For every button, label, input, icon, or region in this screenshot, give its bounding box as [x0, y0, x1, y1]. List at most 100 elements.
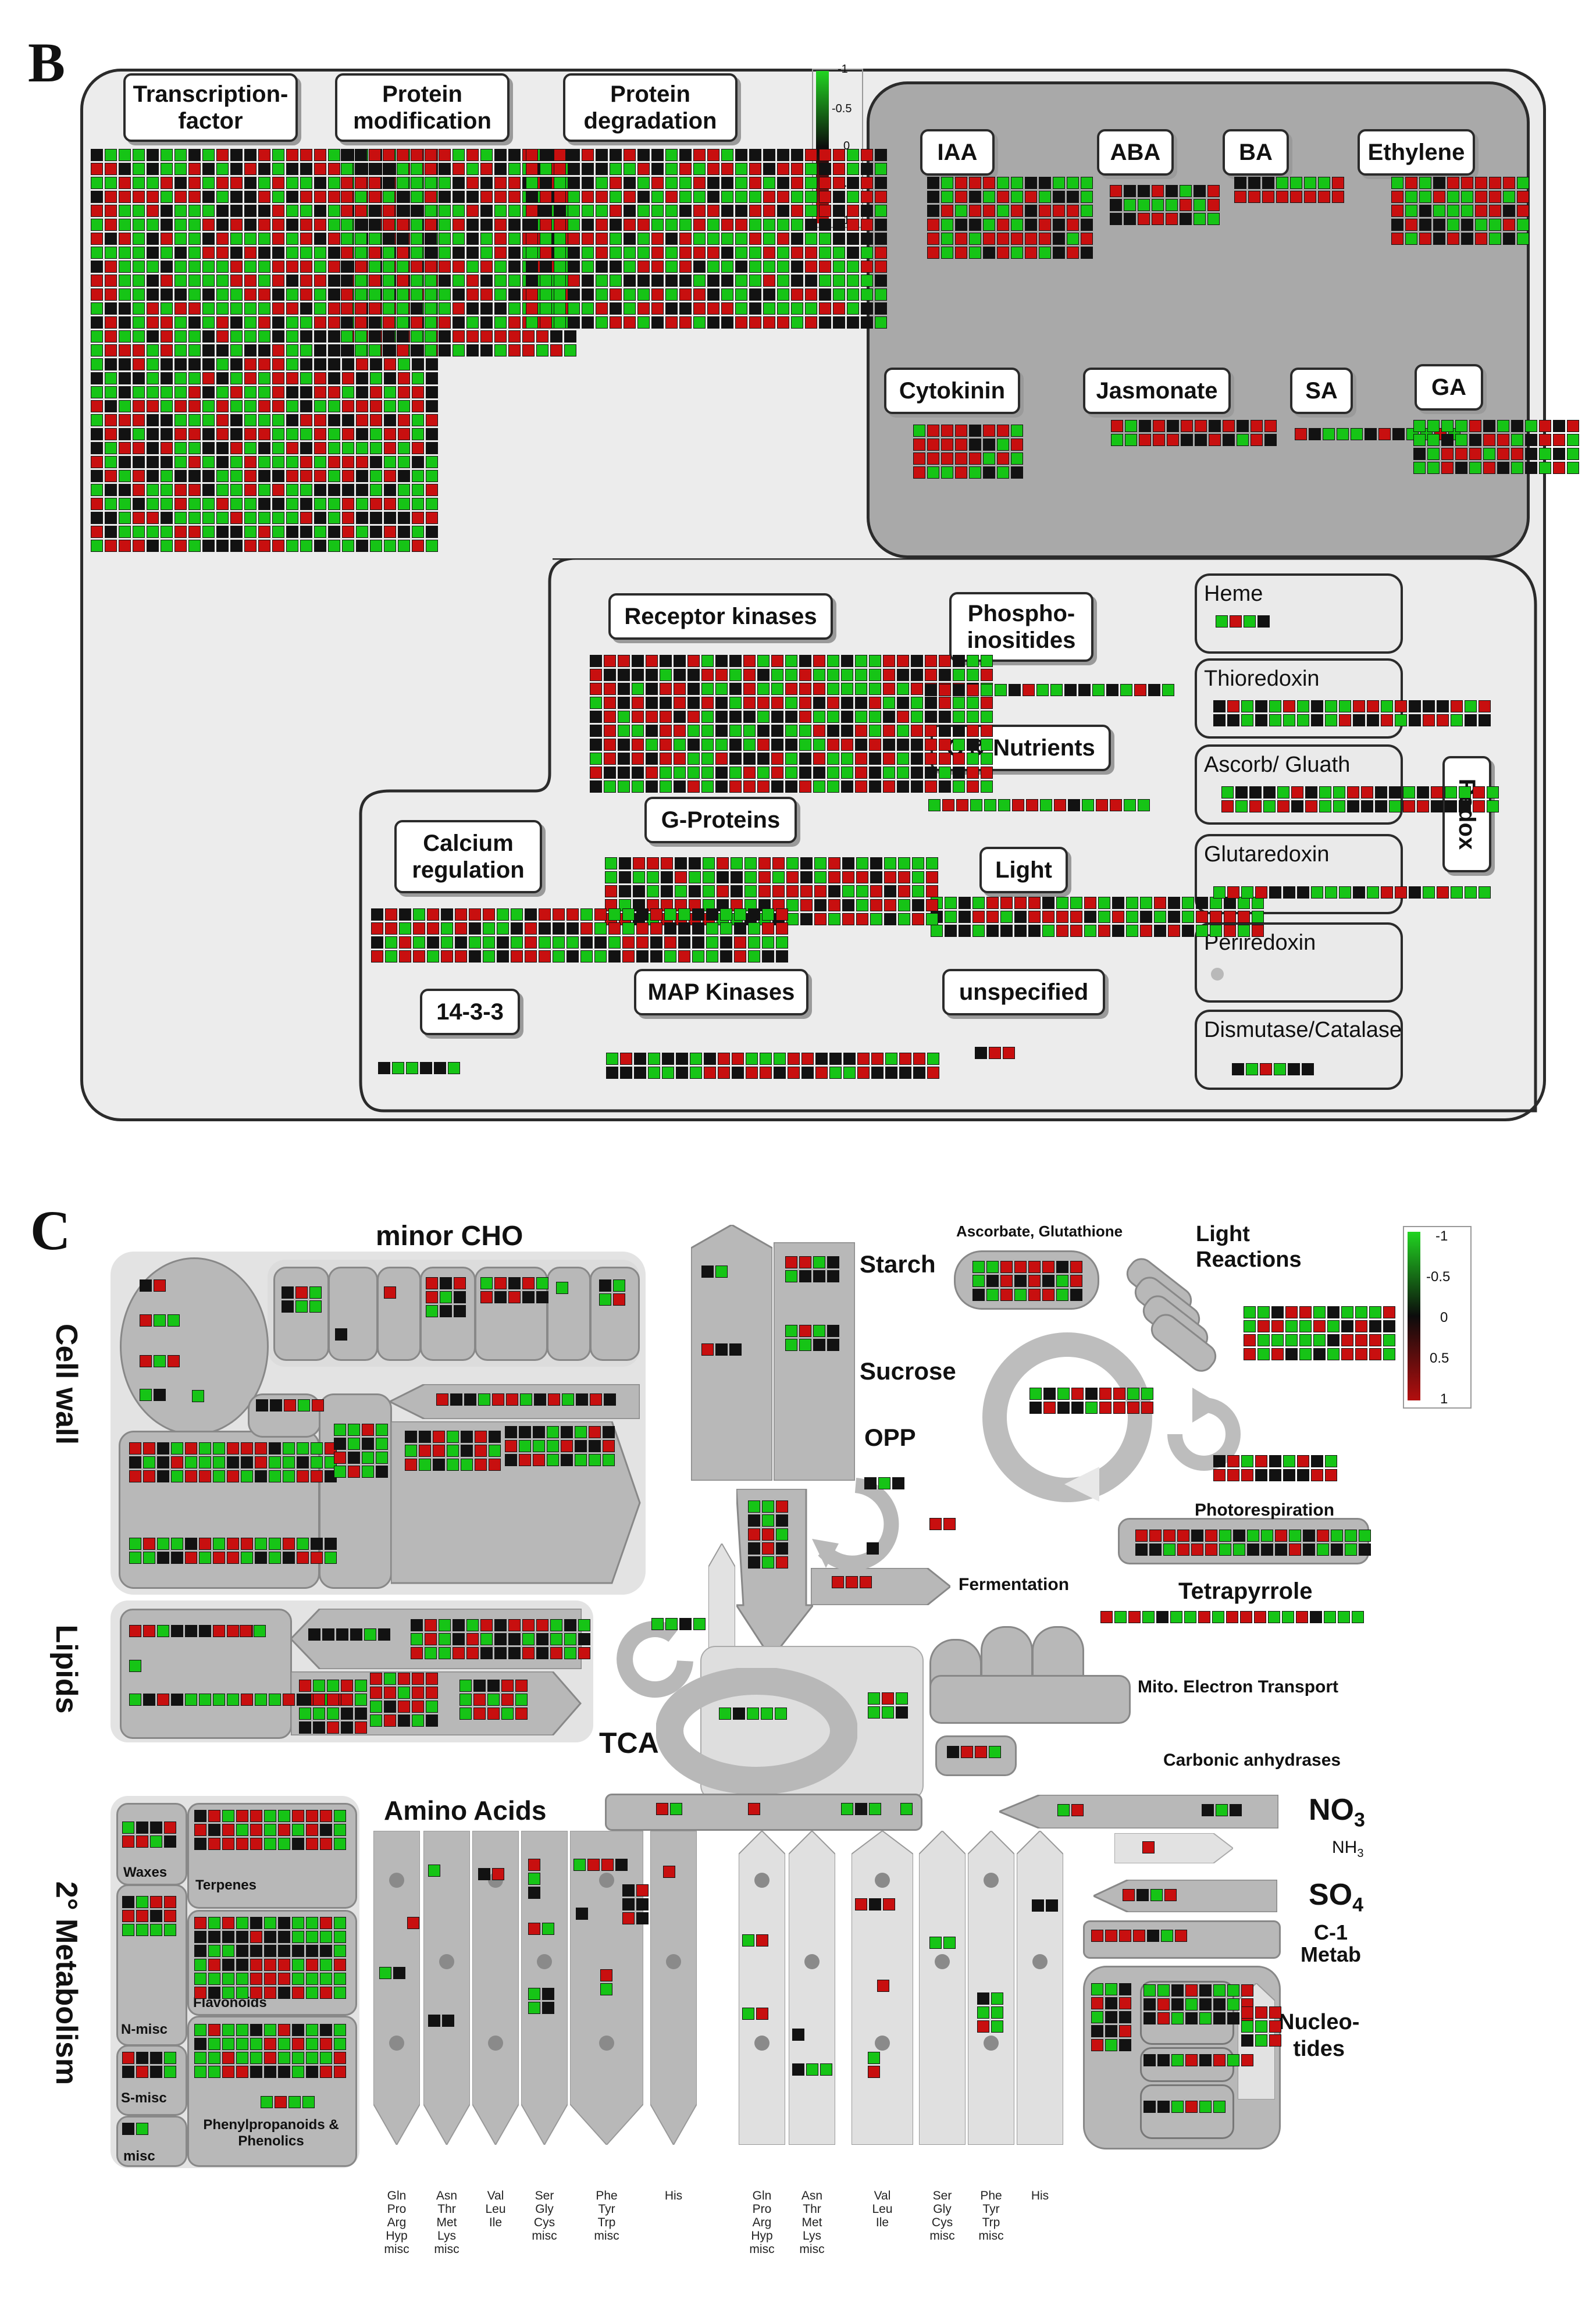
heatmap-cell — [250, 2024, 262, 2036]
heatmap-cell — [384, 456, 396, 468]
heatmap-cell — [433, 1445, 445, 1457]
heatmap-cell — [258, 288, 270, 301]
heatmap-cell — [1455, 434, 1467, 446]
heatmap-cell — [743, 780, 756, 793]
heatmap-cell — [799, 1325, 811, 1337]
heatmap-cell — [791, 219, 803, 231]
heatmap-cell — [1213, 2012, 1226, 2024]
heatmap-cell — [911, 669, 923, 681]
hm-amino-1 — [407, 1917, 419, 1929]
heatmap-cell — [1469, 462, 1481, 474]
heatmap-cell — [1011, 466, 1023, 479]
hm-amino-14 — [742, 1934, 768, 1947]
heatmap-cell — [300, 498, 312, 510]
heatmap-cell — [1525, 434, 1537, 446]
heatmap-cell — [466, 261, 479, 273]
heatmap-cell — [241, 1442, 253, 1455]
heatmap-cell — [413, 908, 425, 921]
heatmap-cell — [997, 219, 1009, 231]
heatmap-cell — [480, 219, 493, 231]
heatmap-cell — [1311, 700, 1323, 712]
heatmap-cell — [328, 512, 340, 524]
heatmap-cell — [1046, 1899, 1058, 1912]
heatmap-cell — [258, 512, 270, 524]
heatmap-cell — [427, 950, 439, 963]
heatmap-cell — [1381, 886, 1393, 899]
heatmap-cell — [258, 456, 270, 468]
heatmap-cell — [439, 316, 451, 329]
heatmap-cell — [927, 425, 939, 437]
heatmap-cell — [1290, 191, 1302, 203]
heatmap-cell — [174, 526, 187, 538]
heatmap-cell — [536, 1291, 548, 1303]
heatmap-cell — [605, 885, 617, 897]
heatmap-cell — [300, 526, 312, 538]
heatmap-cell — [241, 1470, 253, 1482]
heatmap-cell — [487, 1680, 500, 1692]
heatmap-cell — [1299, 1334, 1312, 1346]
amino-acid-group-label: Ser Gly Cys misc — [929, 2189, 955, 2243]
heatmap-cell — [369, 330, 381, 343]
heatmap-cell — [1056, 1289, 1068, 1301]
heatmap-cell — [216, 163, 229, 175]
heatmap-cell — [174, 344, 187, 357]
heatmap-cell — [554, 275, 566, 287]
heatmap-cell — [561, 1454, 573, 1466]
heatmap-cell — [1271, 1306, 1284, 1318]
heatmap-heme — [1216, 615, 1270, 628]
heatmap-cell — [411, 149, 423, 161]
heatmap-cell — [867, 1542, 879, 1555]
heatmap-cell — [637, 191, 650, 203]
heatmap-cell — [1140, 897, 1152, 909]
heatmap-cell — [208, 1824, 220, 1836]
heatmap-cell — [283, 1456, 295, 1468]
heatmap-cell — [334, 1959, 346, 1971]
heatmap-cell — [286, 149, 298, 161]
heatmap-cell — [875, 275, 887, 287]
heatmap-cell — [426, 484, 438, 496]
heatmap-cell — [785, 753, 797, 765]
heatmap-cell — [729, 753, 742, 765]
heatmap-cell — [314, 247, 326, 259]
heatmap-cell — [154, 1389, 166, 1401]
heatmap-cell — [843, 1053, 856, 1065]
heatmap-cell — [674, 683, 686, 695]
heatmap-cell — [314, 428, 326, 440]
heatmap-cell — [1479, 714, 1491, 726]
heatmap-cell — [1381, 700, 1393, 712]
heatmap-cell — [646, 655, 658, 667]
heatmap-cell — [693, 233, 706, 245]
heatmap-cell — [511, 922, 523, 935]
heatmap-cell — [188, 233, 201, 245]
heatmap-cell — [943, 1518, 956, 1530]
heatmap-cell — [1105, 2011, 1117, 2023]
heatmap-cell — [791, 302, 803, 315]
heatmap-cell — [1209, 420, 1221, 432]
heatmap-cell — [292, 1959, 304, 1971]
heatmap-cell — [216, 275, 229, 287]
heatmap-cell — [528, 1923, 540, 1935]
heatmap-cell — [286, 428, 298, 440]
heatmap-cell — [1081, 177, 1093, 189]
heatmap-cell — [620, 1053, 632, 1065]
heatmap-cell — [536, 1619, 548, 1631]
heatmap-cell — [1252, 925, 1264, 937]
heatmap-cell — [622, 1912, 635, 1924]
nh3-arrow — [1114, 1833, 1233, 1863]
heatmap-cell — [230, 428, 243, 440]
heatmap-cell — [785, 1270, 797, 1282]
heatmap-cell — [236, 1945, 248, 1957]
heatmap-cell — [188, 456, 201, 468]
heatmap-cell — [356, 372, 368, 384]
heatmap-cell — [596, 275, 608, 287]
heatmap-cell — [202, 316, 215, 329]
heatmap-cell — [194, 1917, 206, 1929]
heatmap-cell — [967, 753, 979, 765]
heatmap-cell — [870, 913, 882, 925]
heatmap-cell — [320, 1973, 332, 1985]
heatmap-cell — [355, 149, 367, 161]
heatmap-cell — [439, 1647, 451, 1659]
heatmap-cell — [536, 1277, 548, 1289]
heatmap-cell — [425, 344, 437, 357]
heatmap-cell — [748, 1542, 760, 1555]
